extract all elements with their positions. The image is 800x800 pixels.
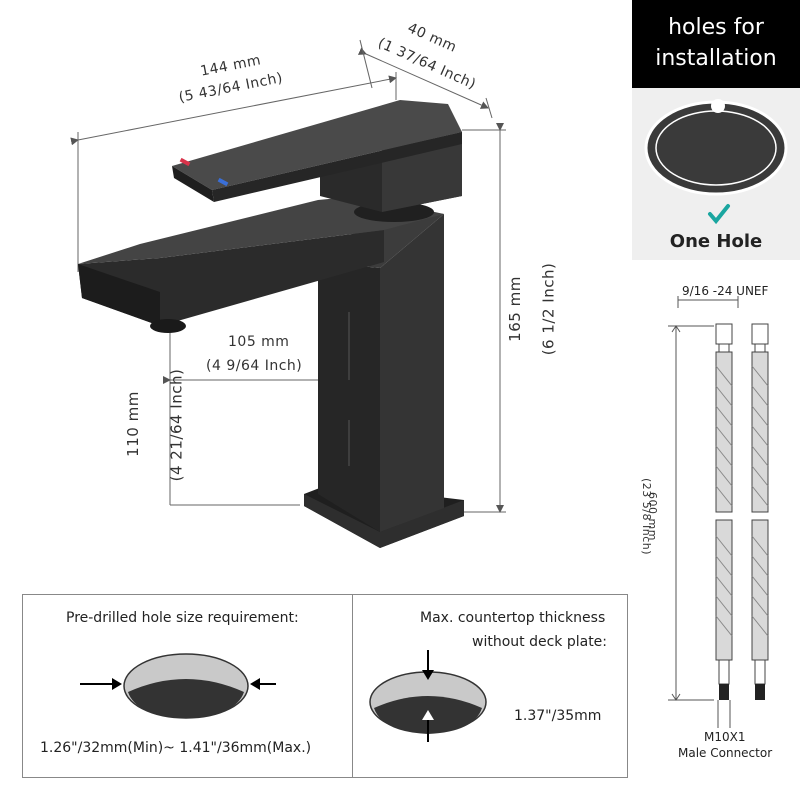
height-mm-label: 165 mm <box>505 276 524 342</box>
countertop-value: 1.37"/35mm <box>514 708 602 724</box>
reach-in-label: (4 9/64 Inch) <box>206 358 303 374</box>
countertop-title-line1: Max. countertop thickness <box>420 610 606 626</box>
requirements-box <box>22 594 628 778</box>
holes-panel-header: holes for installation <box>632 0 800 88</box>
hose-left <box>715 323 733 700</box>
check-icon <box>708 204 730 225</box>
height-in-label: (6 1/2 Inch) <box>539 262 558 356</box>
reach-mm-label: 105 mm <box>228 334 290 350</box>
hose-right <box>751 323 769 700</box>
connector-size-label: M10X1 <box>704 730 746 744</box>
hole-size-value: 1.26"/32mm(Min)~ 1.41"/36mm(Max.) <box>40 740 312 756</box>
hole-size-illustration <box>80 653 276 719</box>
faucet <box>78 100 464 548</box>
one-hole-label: One Hole <box>669 231 763 252</box>
hose-diagram <box>668 296 769 728</box>
hose-length-in-label: (23 5/8 Inch) <box>640 477 654 556</box>
hole-requirement-title: Pre-drilled hole size requirement: <box>66 610 299 626</box>
holes-title-line1: holes for <box>668 15 764 40</box>
spout-height-in-label: (4 21/64 Inch) <box>167 368 186 482</box>
holes-title-line2: installation <box>655 46 777 71</box>
countertop-title-line2: without deck plate: <box>472 634 608 650</box>
countertop-illustration <box>369 650 487 742</box>
spout-height-mm-label: 110 mm <box>123 391 142 457</box>
connector-label: Male Connector <box>678 746 773 760</box>
hose-thread-label: 9/16 -24 UNEF <box>682 284 769 298</box>
requirements-divider <box>352 594 353 778</box>
faucet-diagram <box>70 39 506 548</box>
one-hole-illustration <box>644 99 788 225</box>
